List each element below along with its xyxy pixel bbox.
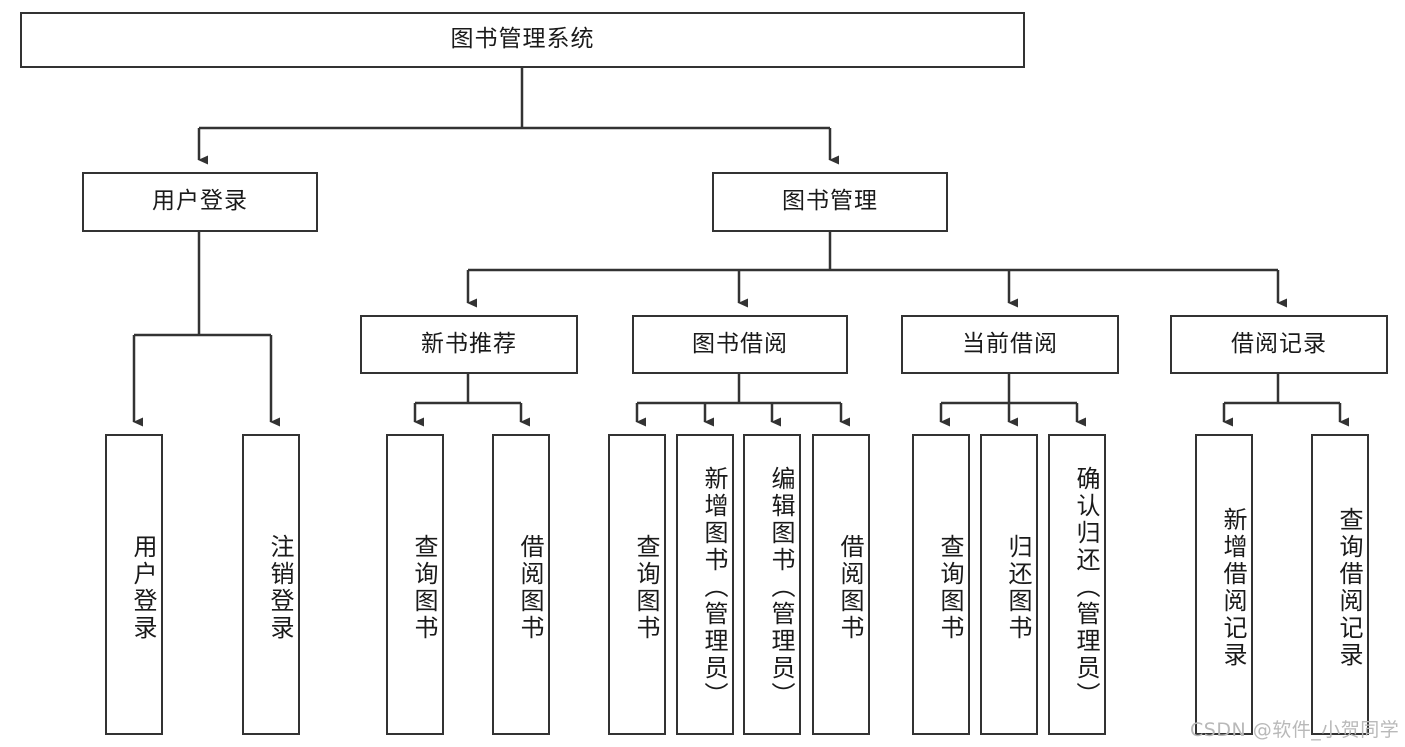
node-label: 借阅记录 xyxy=(1231,330,1327,357)
node-root-system[interactable]: 图书管理系统 xyxy=(20,12,1025,68)
node-label: 图书借阅 xyxy=(692,330,788,357)
node-label: 归还图书 xyxy=(1004,533,1032,642)
node-current-borrow[interactable]: 当前借阅 xyxy=(901,315,1119,374)
node-borrow-record[interactable]: 借阅记录 xyxy=(1170,315,1388,374)
node-label: 编辑图书（管理员） xyxy=(767,466,795,709)
node-label: 借阅图书 xyxy=(516,533,544,642)
node-label: 当前借阅 xyxy=(962,330,1058,357)
node-label: 用户登录 xyxy=(152,188,248,215)
node-label: 用户登录 xyxy=(129,533,157,642)
node-label: 借阅图书 xyxy=(836,533,864,642)
leaf-new-book-query[interactable]: 查询图书 xyxy=(386,434,444,735)
leaf-borrow-record-add[interactable]: 新增借阅记录 xyxy=(1195,434,1253,735)
leaf-user-login-signout[interactable]: 注销登录 xyxy=(242,434,300,735)
node-book-borrow[interactable]: 图书借阅 xyxy=(632,315,848,374)
node-user-login[interactable]: 用户登录 xyxy=(82,172,318,232)
leaf-new-book-borrow[interactable]: 借阅图书 xyxy=(492,434,550,735)
node-label: 查询图书 xyxy=(410,533,438,642)
node-book-management[interactable]: 图书管理 xyxy=(712,172,948,232)
node-label: 图书管理系统 xyxy=(450,26,595,53)
leaf-book-borrow-edit[interactable]: 编辑图书（管理员） xyxy=(743,434,801,735)
node-label: 注销登录 xyxy=(266,533,294,642)
node-label: 新书推荐 xyxy=(421,330,517,357)
leaf-current-borrow-query[interactable]: 查询图书 xyxy=(912,434,970,735)
watermark-text: CSDN @软件_小贺同学 xyxy=(1190,719,1400,741)
node-label: 查询借阅记录 xyxy=(1335,506,1363,669)
leaf-user-login-signin[interactable]: 用户登录 xyxy=(105,434,163,735)
leaf-book-borrow-query[interactable]: 查询图书 xyxy=(608,434,666,735)
leaf-book-borrow-add[interactable]: 新增图书（管理员） xyxy=(676,434,734,735)
node-label: 确认归还（管理员） xyxy=(1072,466,1100,709)
node-label: 查询图书 xyxy=(632,533,660,642)
node-label: 图书管理 xyxy=(782,188,878,215)
leaf-book-borrow-borrow[interactable]: 借阅图书 xyxy=(812,434,870,735)
leaf-current-borrow-confirm-return[interactable]: 确认归还（管理员） xyxy=(1048,434,1106,735)
node-label: 查询图书 xyxy=(936,533,964,642)
node-new-book-recommend[interactable]: 新书推荐 xyxy=(360,315,578,374)
node-label: 新增借阅记录 xyxy=(1219,506,1247,669)
leaf-current-borrow-return[interactable]: 归还图书 xyxy=(980,434,1038,735)
node-label: 新增图书（管理员） xyxy=(700,466,728,709)
leaf-borrow-record-query[interactable]: 查询借阅记录 xyxy=(1311,434,1369,735)
